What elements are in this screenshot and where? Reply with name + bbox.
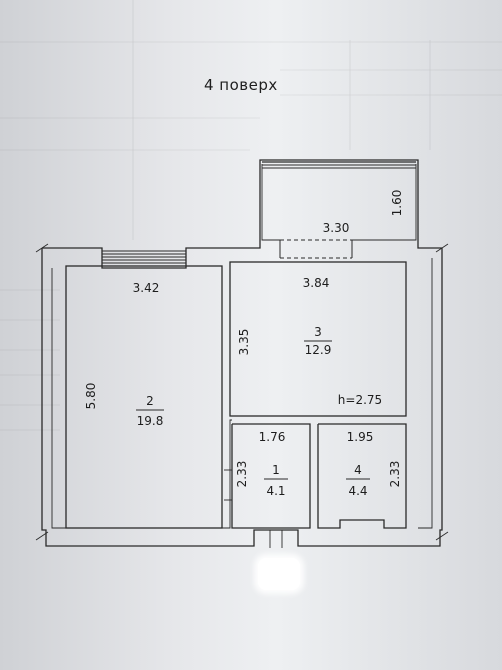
room-4-area: 4.4 [348,484,367,498]
room-2-number: 2 [146,394,154,408]
room-labels: 2 19.8 3 12.9 1 4.1 4 4.4 [136,325,370,498]
room-3-number: 3 [314,325,322,339]
room-1-number: 1 [272,463,280,477]
room-4-width-dim: 1.95 [347,430,374,444]
balcony-width-dim: 3.30 [323,221,350,235]
balcony-door-dashed [279,239,353,259]
room-3-length-dim: 3.35 [237,329,251,356]
room-4-length-dim: 2.33 [388,461,402,488]
room-2-width-dim: 3.42 [133,281,160,295]
balcony-height-dim: 1.60 [390,190,404,217]
room-3-area: 12.9 [305,343,332,357]
room-1-width-dim: 1.76 [259,430,286,444]
dimension-labels: 1.60 3.30 3.42 5.80 3.84 3.35 h=2.75 1.7… [84,190,404,488]
room-1-length-dim: 2.33 [235,461,249,488]
room-2-length-dim: 5.80 [84,383,98,410]
room-1-walls [224,423,311,529]
outer-walls [41,159,443,547]
balcony-railing [262,161,416,169]
room-3-walls [229,261,407,417]
ceiling-height-label: h=2.75 [338,393,382,407]
room-3-width-dim: 3.84 [303,276,330,290]
window-room-2 [102,250,186,264]
redacted-mark [258,558,300,590]
corner-markers [35,243,449,541]
room-2-walls [65,265,223,529]
room-4-number: 4 [354,463,362,477]
room-4-walls [317,423,407,529]
room-2-area: 19.8 [137,414,164,428]
entrance-opening [269,530,283,548]
room-1-area: 4.1 [266,484,285,498]
floor-title: 4 поверх [204,76,278,94]
